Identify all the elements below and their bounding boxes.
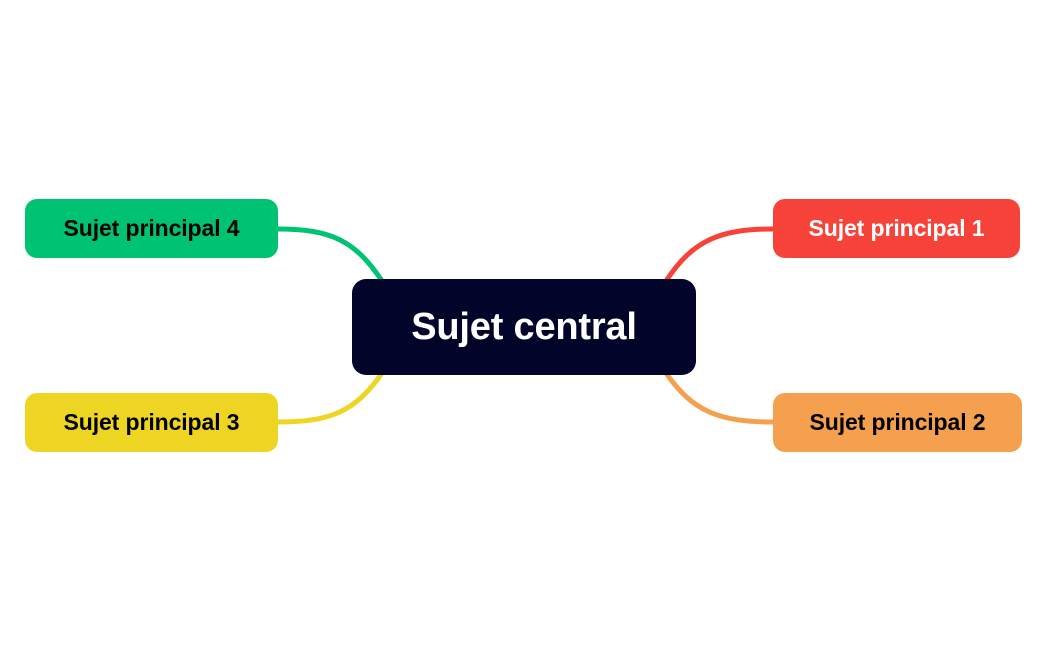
branch-node-label-topic-2: Sujet principal 2: [809, 409, 986, 435]
branch-node-label-topic-4: Sujet principal 4: [63, 215, 240, 241]
branch-node-label-topic-3: Sujet principal 3: [63, 409, 240, 435]
branch-node-label-topic-1: Sujet principal 1: [808, 215, 985, 241]
central-node[interactable]: Sujet central: [352, 279, 696, 375]
connector-topic-2: [663, 370, 776, 425]
branch-node-topic-3[interactable]: Sujet principal 3: [25, 393, 278, 452]
branch-node-topic-1[interactable]: Sujet principal 1: [773, 199, 1020, 258]
connector-topic-1: [663, 226, 776, 284]
connector-topic-4: [275, 226, 385, 284]
branch-node-topic-4[interactable]: Sujet principal 4: [25, 199, 278, 258]
connector-topic-3: [275, 370, 385, 425]
central-node-label: Sujet central: [411, 306, 637, 348]
branch-node-topic-2[interactable]: Sujet principal 2: [773, 393, 1022, 452]
